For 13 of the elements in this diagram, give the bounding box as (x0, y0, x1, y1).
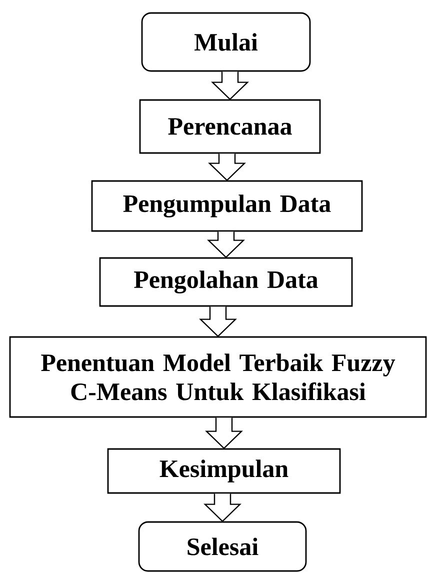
block-arrow (199, 306, 237, 338)
block-arrow (211, 71, 249, 100)
block-arrow (208, 153, 246, 182)
process-box: Penentuan Model Terbaik Fuzzy C-Means Untuk Klasifikasi (9, 336, 427, 418)
block-arrow (207, 231, 245, 258)
process-box: Pengolahan Data (99, 257, 353, 307)
block-arrow (204, 493, 242, 522)
process-box: Perencanaa (139, 99, 321, 154)
process-box: Kesimpulan (107, 448, 341, 494)
block-arrow (205, 417, 243, 450)
terminal-box: Mulai (141, 12, 311, 72)
process-box: Pengumpulan Data (91, 180, 363, 232)
terminal-box: Selesai (138, 521, 307, 572)
